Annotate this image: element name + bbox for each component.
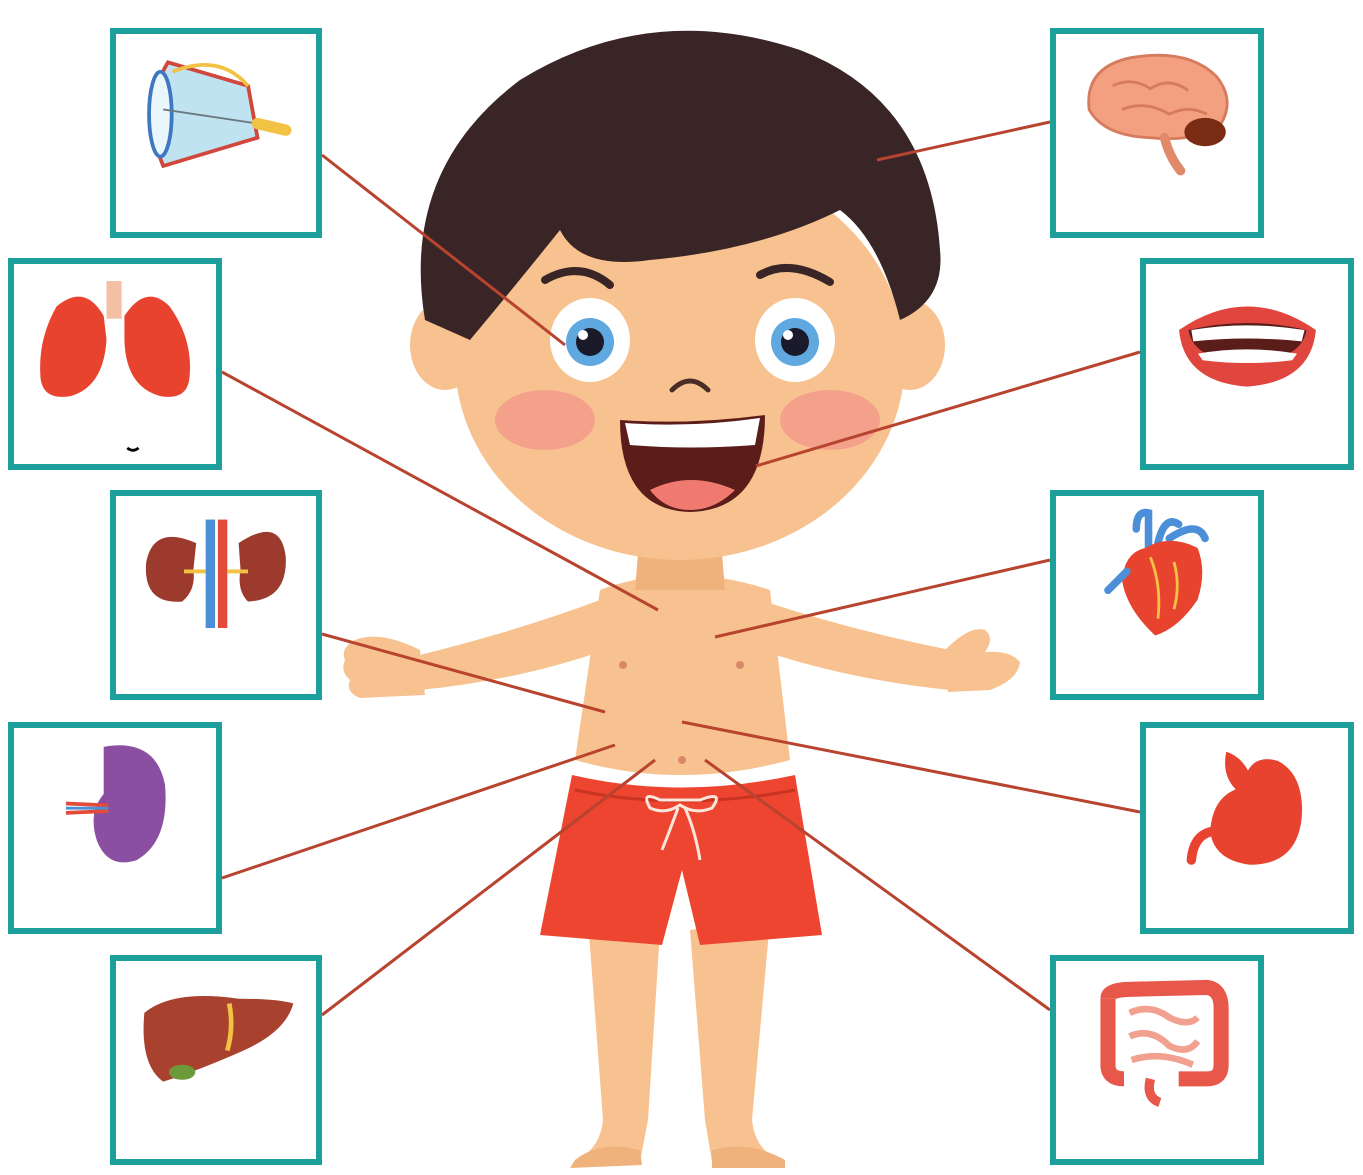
lungs-icon: [14, 264, 216, 464]
connector-line-liver: [322, 760, 655, 1015]
eye-icon: [116, 34, 316, 232]
organ-box-liver[interactable]: [110, 955, 322, 1165]
connector-line-kidneys: [322, 634, 605, 712]
stomach-icon: [1146, 728, 1348, 928]
connector-line-mouth: [756, 352, 1140, 466]
liver-icon: [116, 961, 316, 1159]
connector-line-eye: [322, 155, 565, 345]
organ-box-eye[interactable]: [110, 28, 322, 238]
organ-box-heart[interactable]: [1050, 490, 1264, 700]
connector-line-intestines: [705, 760, 1050, 1010]
heart-icon: [1056, 496, 1258, 694]
connector-line-stomach: [682, 722, 1140, 812]
organ-box-mouth[interactable]: [1140, 258, 1354, 470]
organ-box-intestines[interactable]: [1050, 955, 1264, 1165]
organ-box-stomach[interactable]: [1140, 722, 1354, 934]
mouth-icon: [1146, 264, 1348, 464]
intestines-icon: [1056, 961, 1258, 1159]
spleen-icon: [14, 728, 216, 928]
organ-box-brain[interactable]: [1050, 28, 1264, 238]
organ-box-spleen[interactable]: [8, 722, 222, 934]
connector-line-heart: [715, 560, 1050, 637]
organ-box-lungs[interactable]: [8, 258, 222, 470]
connector-line-spleen: [222, 745, 615, 878]
organ-box-kidneys[interactable]: [110, 490, 322, 700]
connector-line-brain: [877, 122, 1050, 160]
brain-icon: [1056, 34, 1258, 232]
kidneys-icon: [116, 496, 316, 694]
